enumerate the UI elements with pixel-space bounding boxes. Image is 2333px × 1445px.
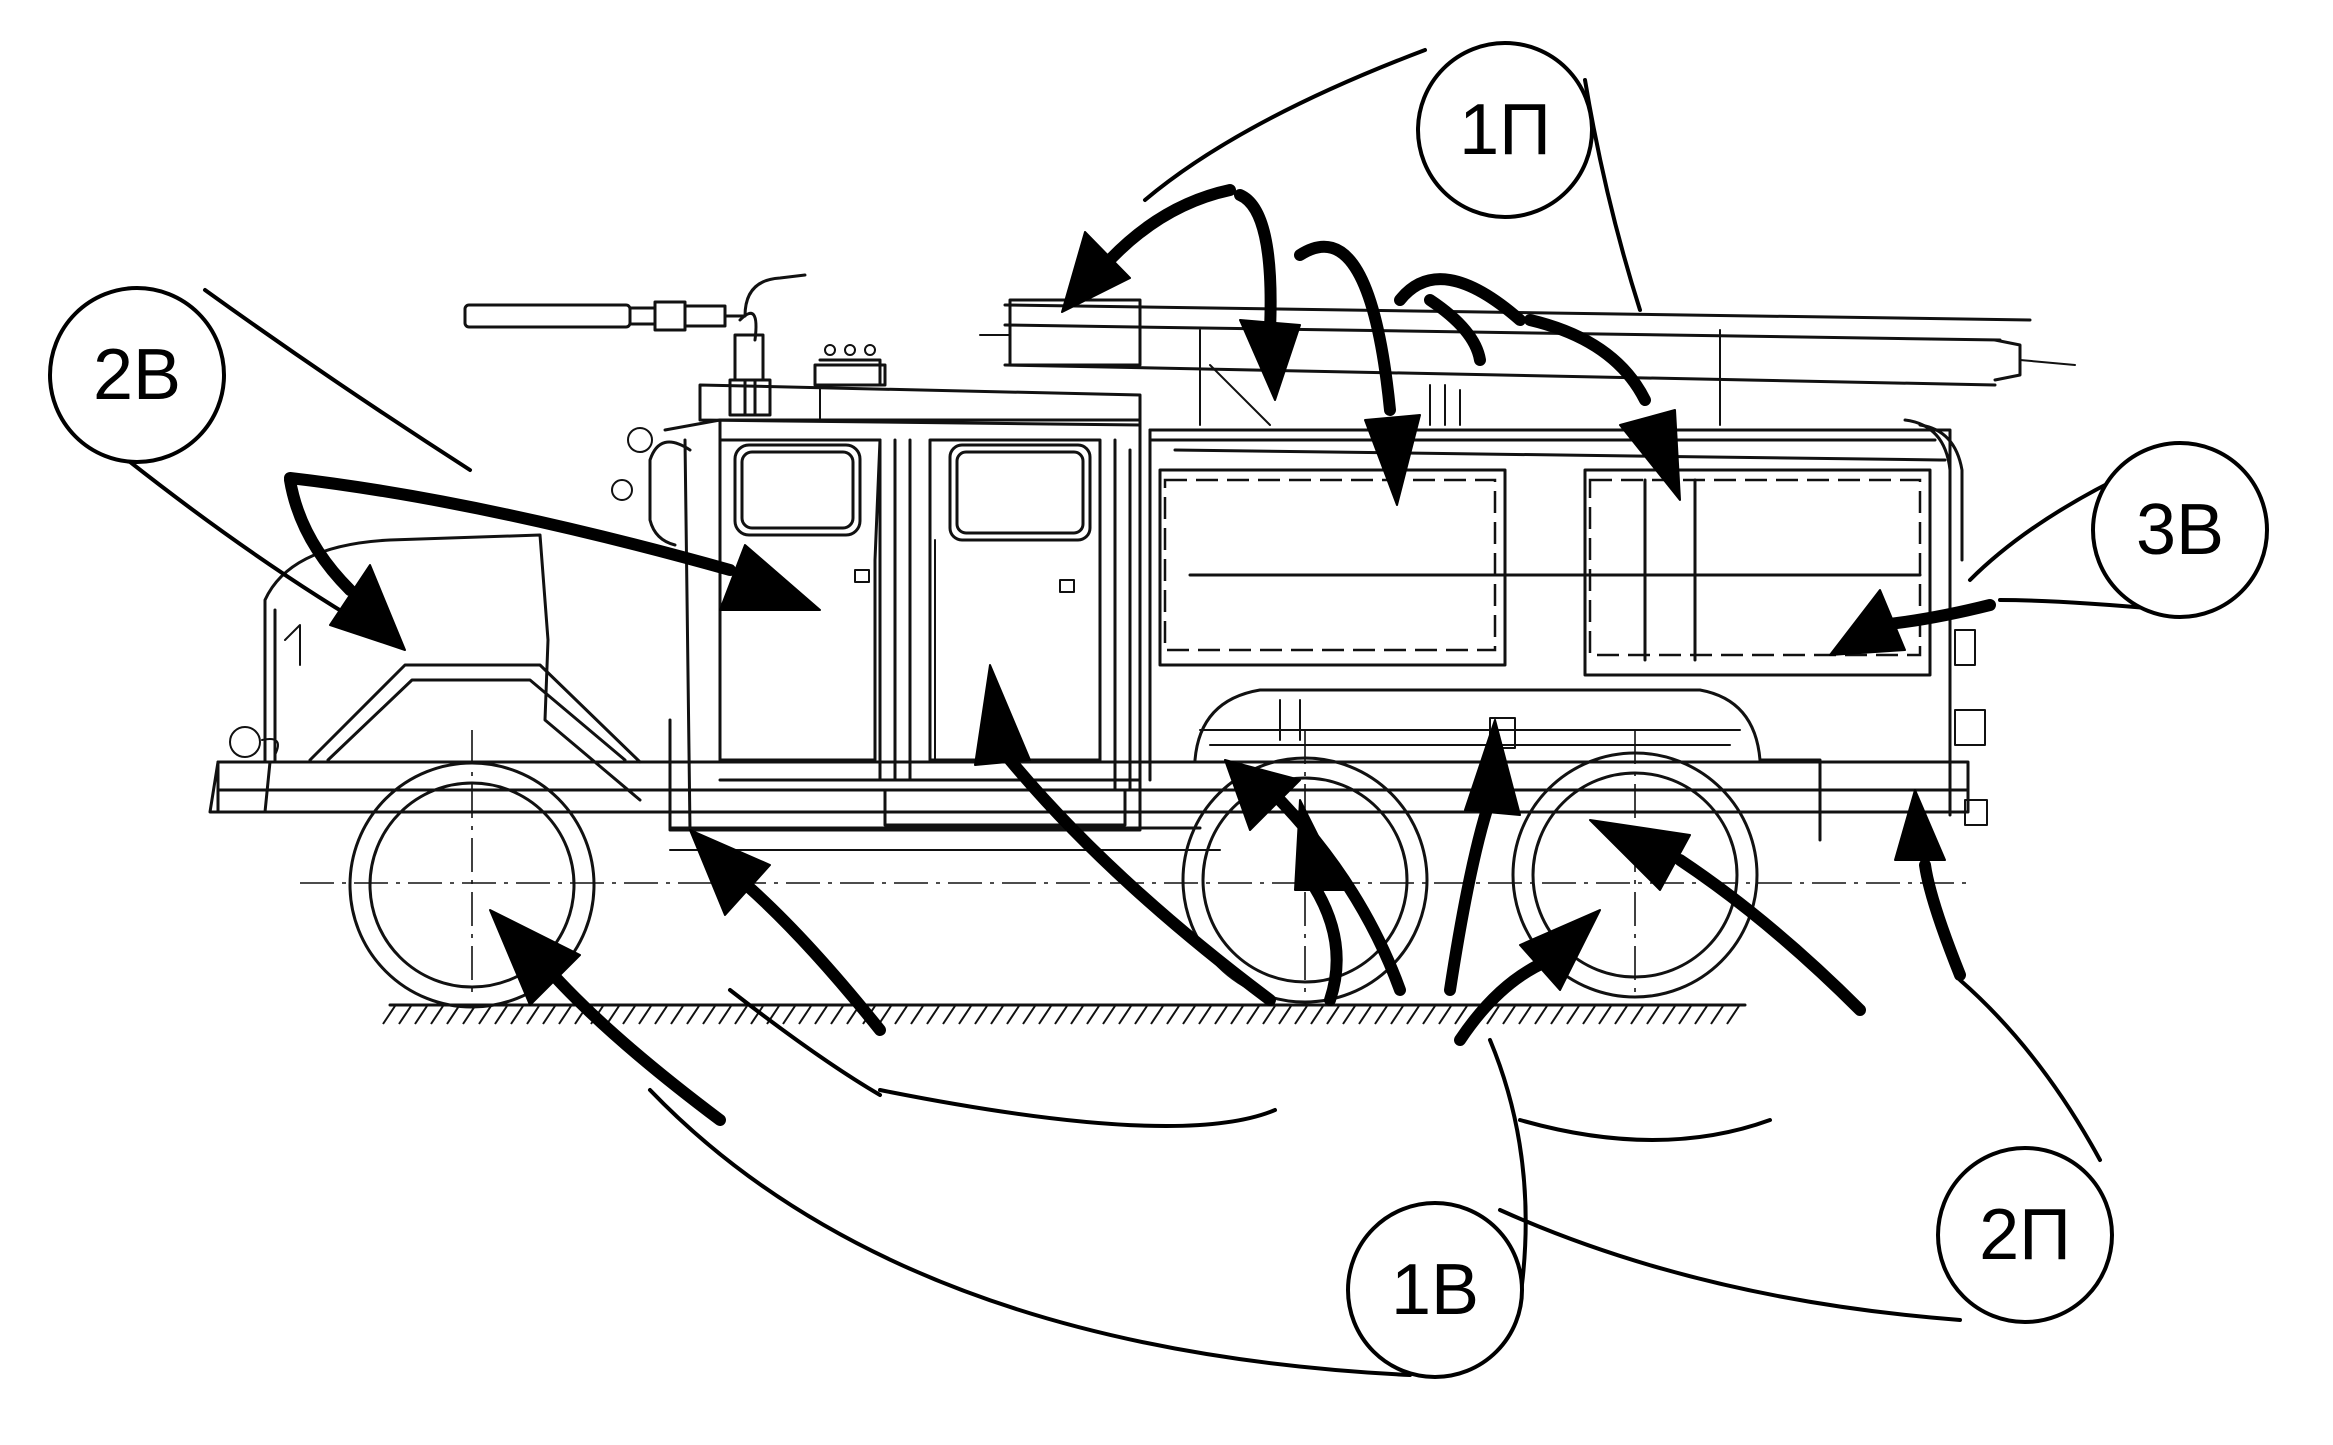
callout-leaders: 1П 2В 3В 1В 2П xyxy=(48,41,2269,1379)
leaders-2v xyxy=(88,288,821,651)
callout-1v: 1В xyxy=(1346,1201,1524,1379)
body-tank xyxy=(979,298,2076,842)
callout-2v: 2В xyxy=(48,286,226,464)
cab-roof-rack xyxy=(698,344,1142,427)
callout-2p: 2П xyxy=(1936,1146,2114,1324)
leaders-3v xyxy=(1829,468,2172,656)
callout-1v-label: 1В xyxy=(1391,1250,1479,1330)
front-bumper xyxy=(208,726,279,814)
callout-2v-label: 2В xyxy=(93,335,181,415)
leaders-1p xyxy=(1061,48,1681,506)
callout-1p: 1П xyxy=(1416,41,1594,219)
cab xyxy=(611,418,1142,832)
callout-3v-label: 3В xyxy=(2136,490,2224,570)
roof-nozzle xyxy=(463,273,807,417)
callout-3v: 3В xyxy=(2091,441,2269,619)
callout-2p-label: 2П xyxy=(1979,1195,2071,1275)
fire-truck-drawing xyxy=(208,273,2076,1025)
leaders-2p xyxy=(1498,789,2102,1322)
engine-hood xyxy=(263,533,642,802)
leaders-1v xyxy=(489,664,1601,1377)
callout-1p-label: 1П xyxy=(1459,90,1551,170)
ground-line xyxy=(382,1003,1747,1025)
